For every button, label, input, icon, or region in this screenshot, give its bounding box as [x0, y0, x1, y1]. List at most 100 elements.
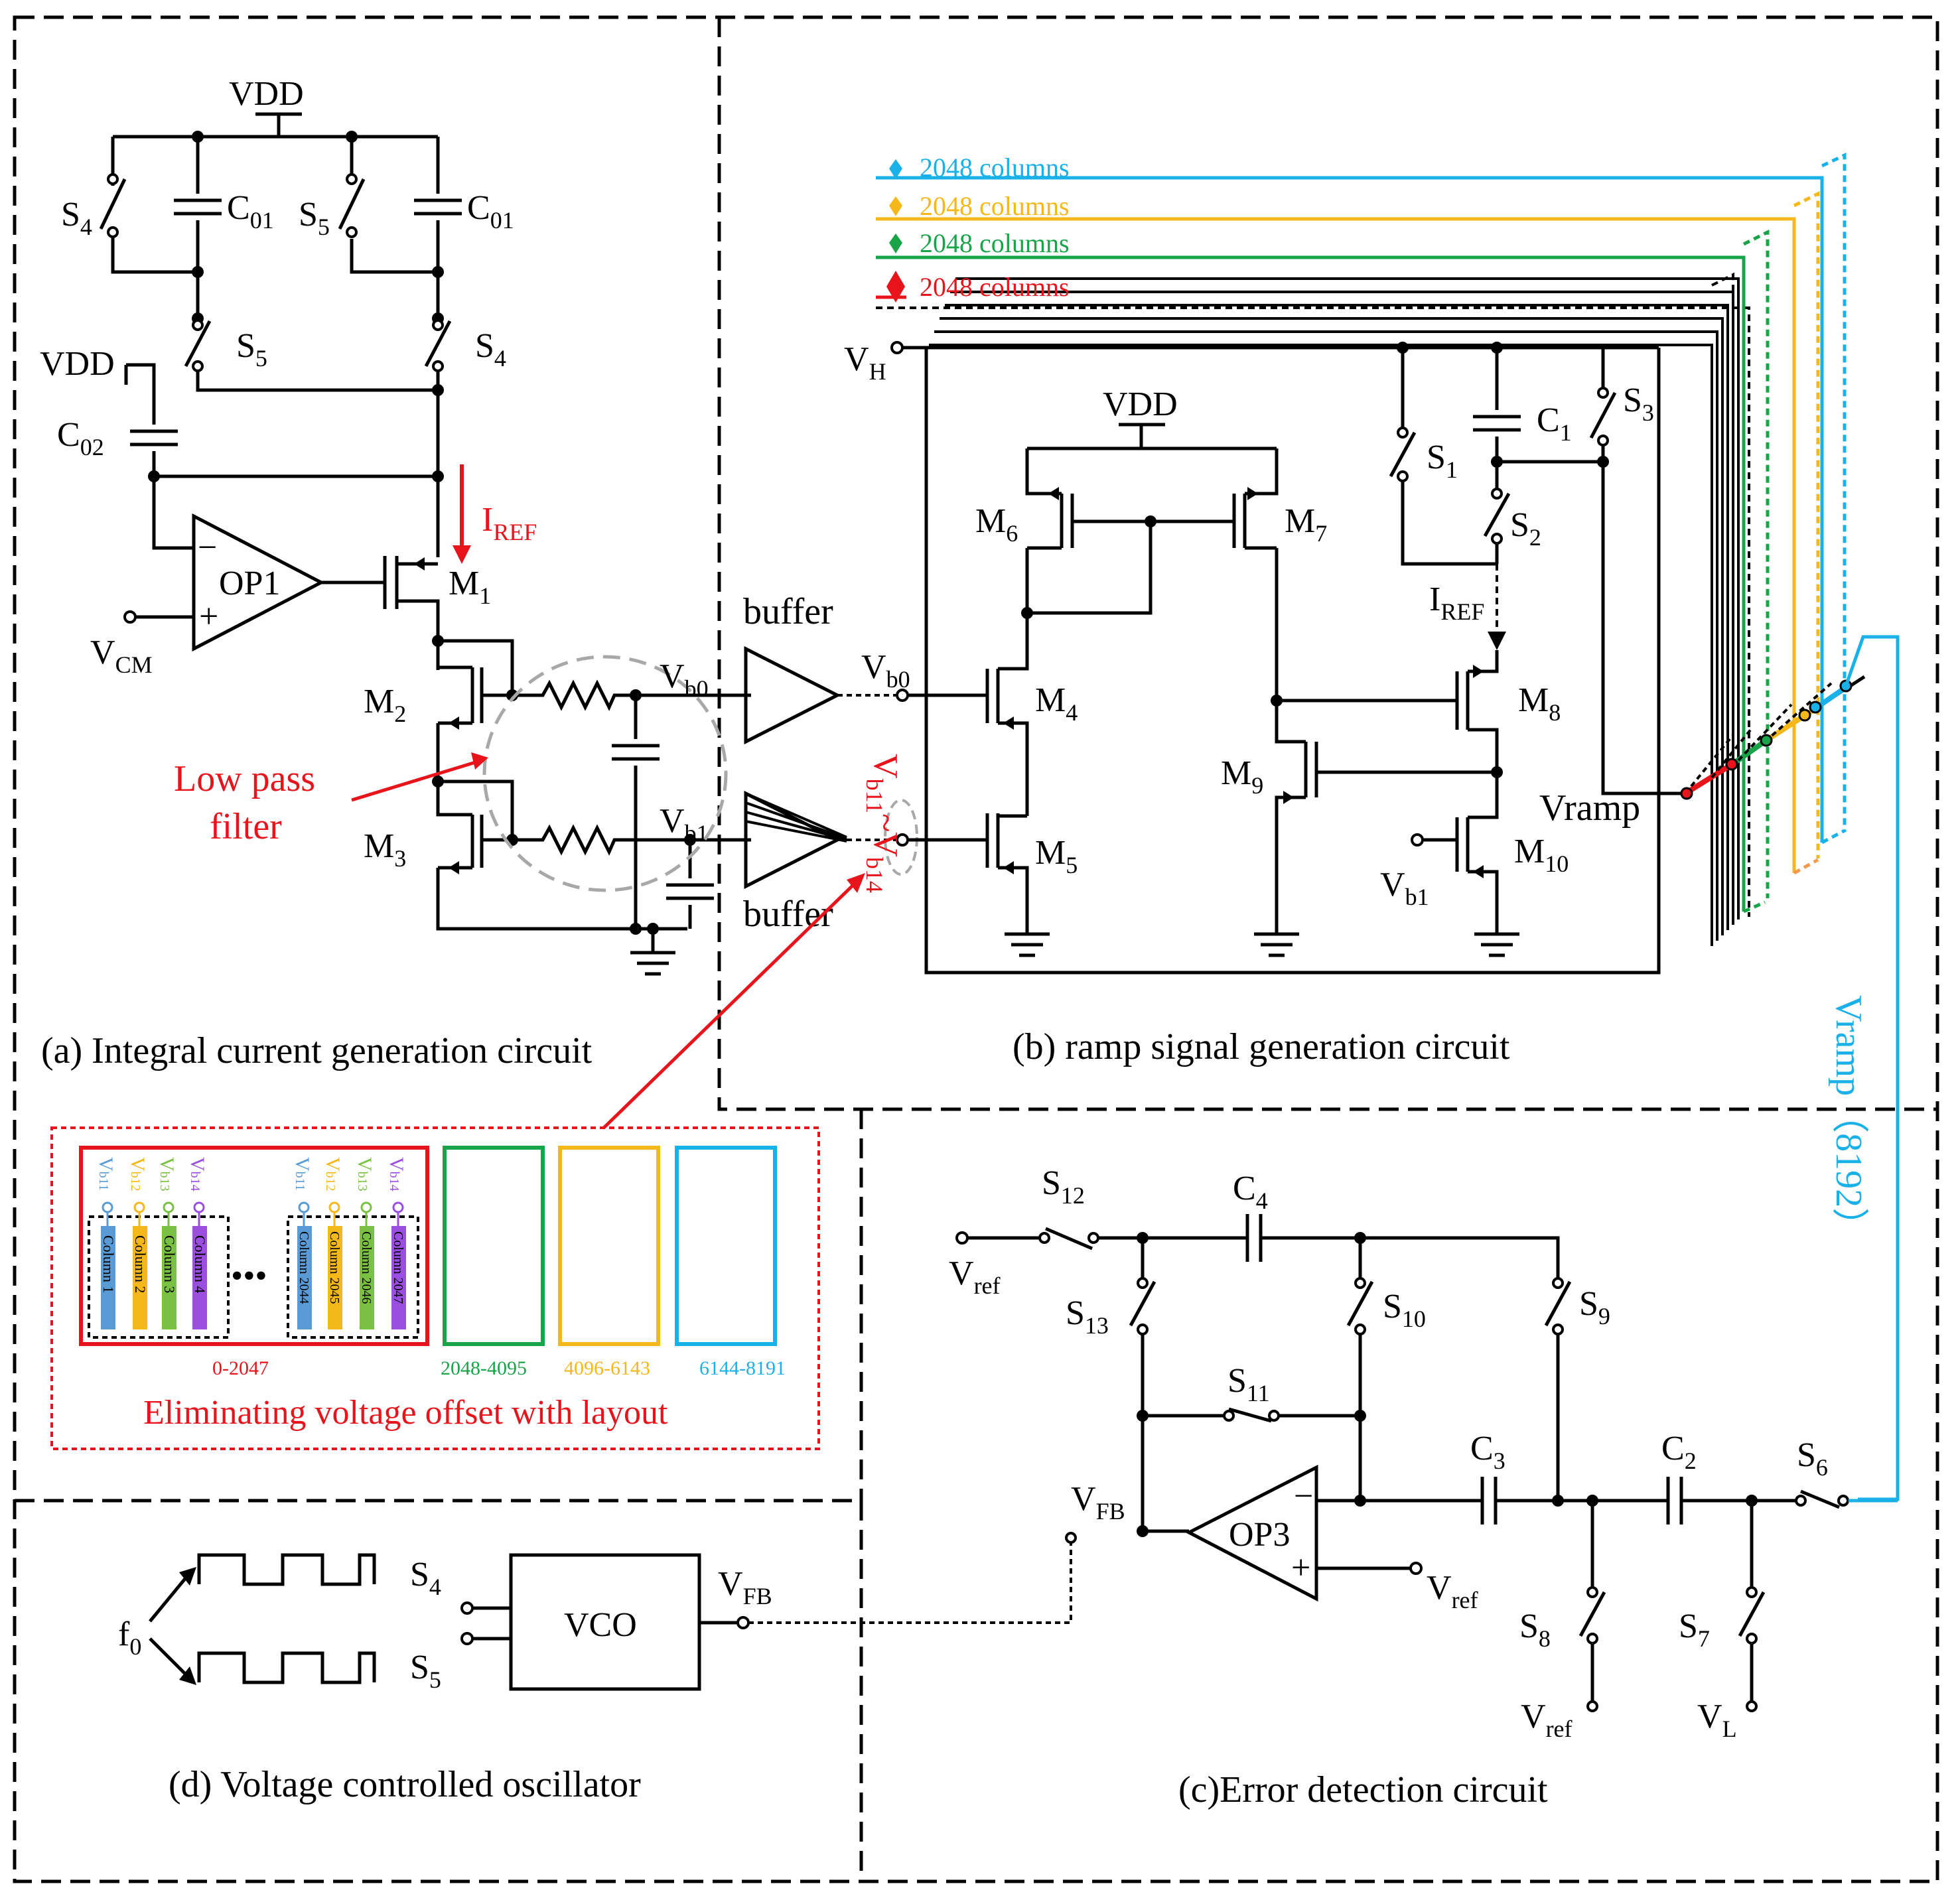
- a-lpf-line1: Low pass: [174, 758, 315, 799]
- d-vco: VCO: [564, 1606, 637, 1644]
- b-m4: M4: [1035, 681, 1078, 726]
- column-2046: Column 2046: [359, 1231, 374, 1304]
- buffer-top-label: buffer: [743, 591, 833, 632]
- b-s2: S2: [1510, 506, 1541, 551]
- pin-vb11-right: Vb11: [291, 1157, 313, 1191]
- a-lpf-line2: filter: [210, 806, 282, 847]
- c-c3: C3: [1470, 1430, 1505, 1474]
- a-vcm: VCM: [90, 634, 153, 678]
- a-vdd2-label: VDD: [40, 345, 115, 383]
- b-vdd: VDD: [1103, 385, 1178, 423]
- c-s11: S11: [1227, 1362, 1270, 1406]
- a-c01-left: C01: [227, 189, 274, 234]
- range-2048-4095: 2048-4095: [441, 1357, 527, 1379]
- a-m1: M1: [449, 565, 491, 609]
- column-2045: Column 2045: [327, 1231, 342, 1304]
- c-s10: S10: [1383, 1288, 1426, 1332]
- a-s4b: S4: [475, 327, 506, 372]
- layout-offset-box: Vb11 Vb12 Vb13 Vb14 Vb11 Vb12 Vb13 Vb14 …: [50, 873, 865, 1450]
- column-2: Column 2: [132, 1235, 149, 1293]
- a-vdd-label: VDD: [229, 75, 304, 113]
- d-s5: S5: [410, 1649, 441, 1693]
- panel-a-integral-current: VDD S4 C01 S5 C01 S5 S4 VDD: [40, 75, 751, 976]
- c-vl: VL: [1697, 1698, 1737, 1742]
- caption-c: (c)Error detection circuit: [1178, 1769, 1548, 1810]
- a-vb1: Vb1: [660, 802, 709, 847]
- d-s4: S4: [410, 1556, 441, 1600]
- b-columns-red: 2048 columns: [920, 272, 1070, 302]
- layout-title: Eliminating voltage offset with layout: [143, 1394, 668, 1432]
- a-op1-minus: −: [198, 529, 217, 567]
- c-c4: C4: [1233, 1170, 1268, 1214]
- b-m9: M9: [1221, 754, 1263, 799]
- b-vramp: Vramp: [1539, 787, 1640, 829]
- b-vb1: Vb1: [1380, 866, 1429, 910]
- pin-vb12-right: Vb12: [322, 1157, 344, 1191]
- a-iref: IREF: [482, 501, 537, 545]
- svg-text:Vramp（8192）: Vramp（8192）: [1828, 995, 1869, 1245]
- a-s5: S5: [299, 196, 330, 240]
- a-s4: S4: [61, 196, 92, 240]
- panel-frames: [13, 15, 1939, 1883]
- buffers: buffer buffer Vb0 Vb11~Vb14: [743, 591, 918, 935]
- caption-d: (d) Voltage controlled oscillator: [169, 1764, 641, 1805]
- pin-vb12-left: Vb12: [127, 1157, 149, 1191]
- c-c2: C2: [1661, 1430, 1697, 1474]
- range-0-2047: 0-2047: [212, 1357, 269, 1379]
- caption-b: (b) ramp signal generation circuit: [1013, 1026, 1510, 1067]
- a-s5b: S5: [236, 327, 267, 372]
- column-2047: Column 2047: [391, 1231, 405, 1304]
- range-4096-6143: 4096-6143: [564, 1357, 650, 1379]
- b-c1: C1: [1537, 401, 1572, 446]
- pin-vb13-right: Vb13: [354, 1157, 376, 1191]
- c-vref-2: Vref: [1427, 1569, 1478, 1613]
- b-m8: M8: [1518, 681, 1561, 726]
- panel-c-error-detection: S12 Vref C4 S13 S10 S9 S11 OP3 − +: [949, 1164, 1898, 1742]
- b-m7: M7: [1285, 502, 1327, 547]
- c-s13: S13: [1066, 1294, 1109, 1339]
- a-vb0: Vb0: [660, 657, 709, 702]
- c-op3-minus: −: [1294, 1477, 1313, 1515]
- b-columns-yellow: 2048 columns: [920, 191, 1070, 221]
- pins-left: [101, 1201, 207, 1329]
- pin-vb14-left: Vb14: [186, 1157, 208, 1191]
- panel-d-vco: f0 S4 S5 VCO VFB: [118, 1543, 1072, 1693]
- a-c01-right: C01: [467, 189, 514, 234]
- b-s3: S3: [1623, 381, 1654, 426]
- caption-a: (a) Integral current generation circuit: [41, 1030, 593, 1071]
- b-columns-blue: 2048 columns: [920, 153, 1070, 182]
- column-1: Column 1: [100, 1235, 117, 1293]
- b-vb11-vb14-label: Vb11~Vb14: [861, 754, 904, 893]
- b-vb0-label: Vb0: [861, 648, 910, 693]
- b-m6: M6: [975, 502, 1018, 547]
- c-s12: S12: [1042, 1164, 1085, 1209]
- b-vh: VH: [844, 340, 886, 385]
- b-vramp-8192: Vramp（8192）: [1828, 995, 1869, 1245]
- a-m2: M2: [364, 683, 406, 727]
- c-op3-plus: +: [1291, 1549, 1310, 1587]
- c-vfb: VFB: [1071, 1480, 1125, 1525]
- c-op3: OP3: [1229, 1516, 1290, 1554]
- svg-text:Vb11~Vb14: Vb11~Vb14: [861, 754, 904, 893]
- pins-right: [297, 1201, 406, 1329]
- column-2044: Column 2044: [297, 1231, 311, 1304]
- c-vref-3: Vref: [1521, 1698, 1573, 1742]
- a-op1-plus: +: [199, 598, 218, 636]
- c-s8: S8: [1519, 1607, 1551, 1652]
- c-s9: S9: [1579, 1285, 1610, 1329]
- column-ellipsis: •••: [231, 1257, 267, 1295]
- d-vfb: VFB: [718, 1565, 772, 1609]
- a-op1: OP1: [219, 565, 280, 602]
- pin-vb13-left: Vb13: [156, 1157, 178, 1191]
- pin-vb11-left: Vb11: [95, 1157, 117, 1191]
- pin-vb14-right: Vb14: [385, 1157, 407, 1191]
- b-m10: M10: [1514, 833, 1569, 877]
- buffer-bottom-label: buffer: [743, 894, 833, 935]
- column-3: Column 3: [161, 1235, 178, 1293]
- column-4: Column 4: [192, 1235, 208, 1293]
- b-iref: IREF: [1429, 580, 1484, 625]
- b-s1: S1: [1427, 439, 1458, 483]
- a-m3: M3: [364, 827, 406, 872]
- d-f0: f0: [118, 1615, 141, 1660]
